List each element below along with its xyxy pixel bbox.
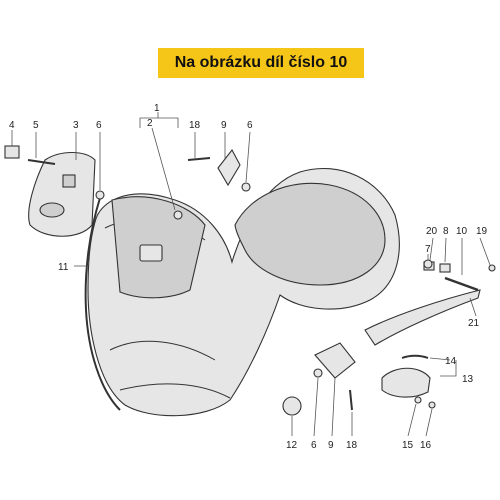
- callout-6c: 6: [311, 440, 317, 451]
- callout-8: 8: [443, 226, 449, 237]
- screw-part-18b: [349, 389, 353, 411]
- callout-1: 1: [154, 103, 160, 114]
- nut-part-6c: [313, 368, 323, 378]
- callout-7: 7: [425, 244, 431, 255]
- callout-16: 16: [420, 440, 432, 451]
- callout-13: 13: [462, 374, 474, 385]
- part-number-banner: Na obrázku díl číslo 10: [158, 48, 364, 78]
- cover-part-9b: [314, 342, 356, 379]
- callout-9b: 9: [328, 440, 334, 451]
- nut-part-7: [423, 259, 433, 269]
- washer-part-16: [428, 401, 436, 409]
- callout-5: 5: [33, 120, 39, 131]
- trim-strip: [84, 197, 121, 411]
- screw-part-19: [488, 264, 496, 272]
- screw-part-18a: [187, 157, 211, 161]
- side-trim-part-21: [364, 289, 481, 346]
- callout-4: 4: [9, 120, 15, 131]
- leader-lines: [11, 112, 491, 437]
- nut-part-6b: [241, 182, 251, 192]
- callout-21: 21: [468, 318, 480, 329]
- screw-part-5: [27, 159, 56, 165]
- callout-15: 15: [402, 440, 414, 451]
- callout-18a: 18: [189, 120, 201, 131]
- cap-part-12: [282, 396, 302, 416]
- clip-part-4: [4, 145, 20, 159]
- callout-18b: 18: [346, 440, 358, 451]
- screw-part-15: [414, 396, 422, 404]
- badge-part-10: [444, 276, 479, 292]
- callout-12: 12: [286, 440, 298, 451]
- nut-part-6a: [95, 190, 105, 200]
- clip-part-8: [439, 263, 451, 273]
- glove-box-door: [111, 196, 206, 299]
- callout-6b: 6: [247, 120, 253, 131]
- bumper-part-13: [381, 367, 431, 398]
- callout-11: 11: [58, 262, 69, 273]
- callout-6a: 6: [96, 120, 102, 131]
- callout-19: 19: [476, 226, 488, 237]
- callout-3: 3: [73, 120, 79, 131]
- callout-20: 20: [426, 226, 438, 237]
- callout-2: 2: [147, 118, 153, 129]
- callout-labels: 1 2 3 4 5 6 18 9 6 11 20 8 10 19 7 21 14…: [9, 103, 488, 451]
- inspection-cover: [28, 151, 96, 237]
- bracket-part-9a: [217, 148, 241, 187]
- bracket-part-14: [401, 354, 429, 359]
- callout-14: 14: [445, 356, 457, 367]
- callout-10: 10: [456, 226, 468, 237]
- callout-9a: 9: [221, 120, 227, 131]
